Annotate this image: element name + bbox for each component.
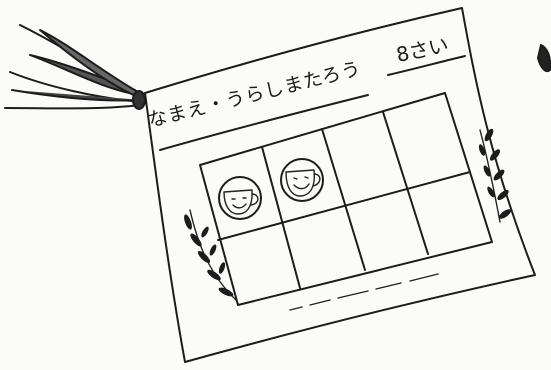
name-underline bbox=[159, 94, 369, 151]
smiley-cup-stamp-icon bbox=[280, 158, 324, 202]
stamp-grid bbox=[199, 92, 493, 306]
laurel-branch-icon bbox=[478, 128, 511, 223]
age-underline bbox=[387, 55, 466, 76]
laurel-branch-icon bbox=[184, 209, 237, 301]
card-outline bbox=[144, 7, 536, 363]
ribbon-icon bbox=[4, 24, 146, 110]
edge-mark bbox=[537, 44, 551, 72]
decorative-dash-line bbox=[289, 273, 439, 311]
card-name-text: なまえ・うらしまたろう bbox=[146, 58, 364, 132]
smiley-cup-stamp-icon bbox=[218, 176, 262, 220]
